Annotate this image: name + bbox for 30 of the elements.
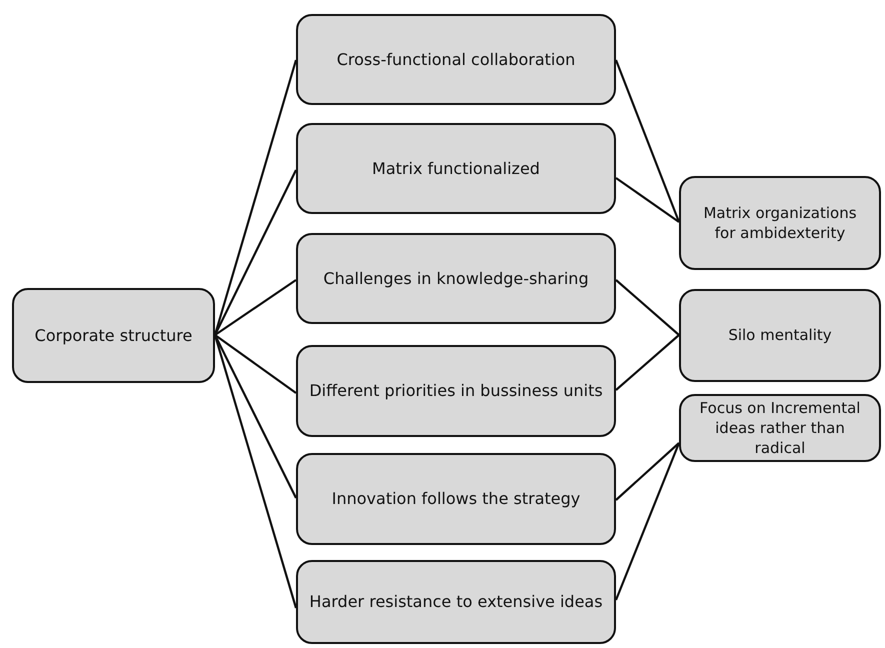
connector-line <box>214 334 297 498</box>
process-box <box>296 560 616 644</box>
box-label: Harder resistance to extensive ideas <box>309 591 603 613</box>
connector-line <box>214 279 297 336</box>
connector-line <box>615 279 680 336</box>
process-box <box>679 176 881 270</box>
connector-line <box>615 177 680 223</box>
process-box <box>296 123 616 214</box>
connector-line <box>615 442 680 501</box>
connector-line <box>614 442 680 600</box>
box-label: Matrix organizations for ambidexterity <box>702 202 858 244</box>
box-label: Silo mentality <box>728 325 832 346</box>
box-label: Innovation follows the strategy <box>332 488 580 510</box>
connector-line <box>214 170 297 336</box>
process-box <box>296 453 616 545</box>
process-box <box>296 14 616 105</box>
connector-line <box>615 334 680 391</box>
box-label: Corporate structure <box>34 324 192 346</box>
process-box <box>12 288 215 383</box>
box-label: Cross-functional collaboration <box>336 48 576 70</box>
box-label: Challenges in knowledge-sharing <box>323 268 589 290</box>
process-box <box>679 289 881 382</box>
connector-line <box>214 334 297 394</box>
box-label: Focus on Incremental ideas rather than radical <box>698 398 862 458</box>
process-box <box>296 233 616 324</box>
box-label: Different priorities in bussiness units <box>309 380 603 402</box>
process-box <box>296 345 616 437</box>
box-label: Matrix functionalized <box>372 158 540 180</box>
connector-line <box>614 60 680 222</box>
process-box <box>679 394 881 462</box>
